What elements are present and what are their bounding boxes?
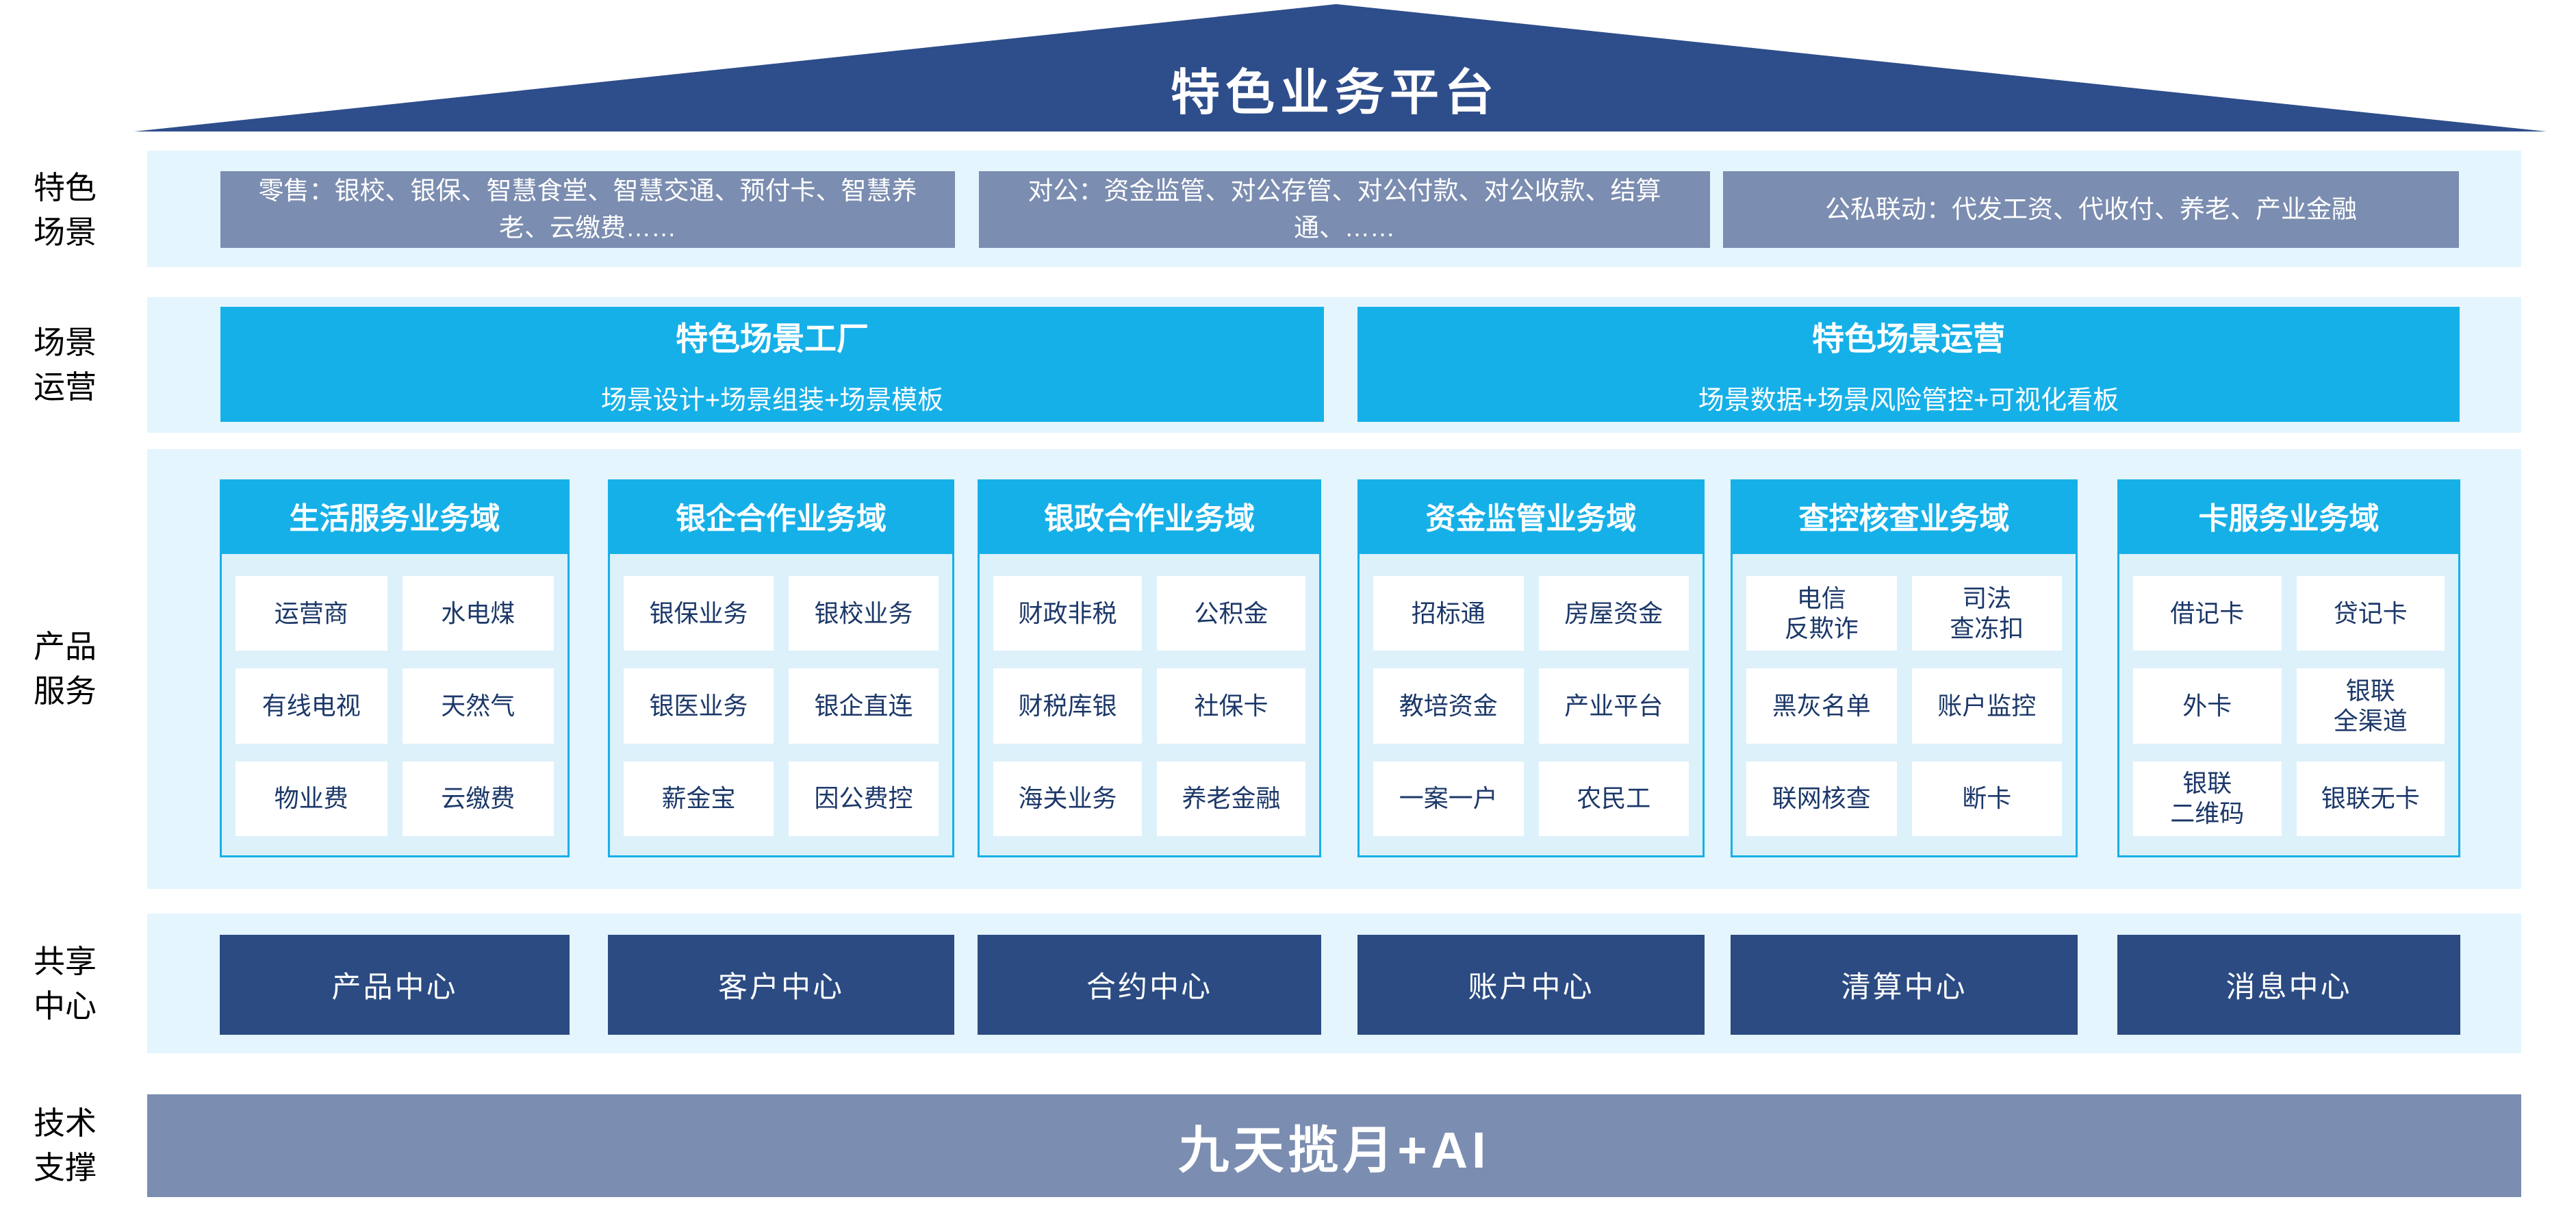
product-cell: 断卡 [1911,761,2062,836]
scene-factory-subtitle: 场景设计+场景组装+场景模板 [600,386,944,415]
platform-title: 特色业务平台 [1170,66,1499,121]
product-cell: 因公费控 [789,761,939,836]
product-cell: 一案一户 [1373,761,1524,836]
product-cell: 农民工 [1538,761,1689,836]
side-label-scene-operation: 场景 运营 [34,325,97,405]
product-cell: 借记卡 [2133,576,2282,651]
product-column-body-bank-government: 财政非税 公积金 财税库银 社保卡 海关业务 养老金融 [978,552,1321,857]
shared-center-account: 账户中心 [1357,935,1705,1035]
product-column-body-life-services: 运营商 水电煤 有线电视 天然气 物业费 云缴费 [220,552,570,857]
product-cell: 银联无卡 [2296,761,2445,836]
product-cell: 财政非税 [993,576,1142,651]
product-cell: 房屋资金 [1538,576,1689,651]
shared-center-clearing: 清算中心 [1731,935,2078,1035]
product-cell: 财税库银 [993,668,1142,744]
product-cell: 社保卡 [1157,668,1305,744]
product-cell: 银校业务 [789,576,939,651]
product-cell: 产业平台 [1538,668,1689,744]
product-cell: 薪金宝 [624,761,774,836]
product-cell: 银保业务 [624,576,774,651]
product-cell: 运营商 [235,576,387,651]
product-cell: 海关业务 [993,761,1142,836]
product-cell: 物业费 [235,761,387,836]
product-column-body-bank-enterprise: 银保业务 银校业务 银医业务 银企直连 薪金宝 因公费控 [608,552,954,857]
shared-center-product: 产品中心 [220,935,570,1035]
scene-operation-title: 特色场景运营 [1812,320,2005,357]
product-column-body-inquiry-control: 电信 反欺诈 司法 查冻扣 黑灰名单 账户监控 联网核查 断卡 [1731,552,2078,857]
product-cell: 贷记卡 [2296,576,2445,651]
scene-box-public-private: 公私联动：代发工资、代收付、养老、产业金融 [1723,171,2459,248]
product-cell: 银联 二维码 [2133,761,2282,836]
product-cell: 电信 反欺诈 [1746,576,1897,651]
operation-box-scene-factory: 特色场景工厂 场景设计+场景组装+场景模板 [220,307,1324,422]
product-cell: 招标通 [1373,576,1524,651]
side-label-product-service: 产品 服务 [34,629,97,709]
product-cell: 银联 全渠道 [2296,668,2445,744]
product-column-header-card-services: 卡服务业务域 [2117,479,2460,552]
product-column-header-bank-government: 银政合作业务域 [978,479,1321,552]
side-label-shared-center: 共享 中心 [34,944,97,1024]
shared-center-contract: 合约中心 [978,935,1321,1035]
product-cell: 天然气 [402,668,554,744]
product-cell: 账户监控 [1911,668,2062,744]
scene-box-retail: 零售：银校、银保、智慧食堂、智慧交通、预付卡、智慧养老、云缴费…… [220,171,955,248]
product-column-body-card-services: 借记卡 贷记卡 外卡 银联 全渠道 银联 二维码 银联无卡 [2117,552,2460,857]
scene-box-corporate: 对公：资金监管、对公存管、对公付款、对公收款、结算通、…… [979,171,1710,248]
product-cell: 司法 查冻扣 [1911,576,2062,651]
product-column-body-fund-supervision: 招标通 房屋资金 教培资金 产业平台 一案一户 农民工 [1357,552,1705,857]
scene-operation-subtitle: 场景数据+场景风险管控+可视化看板 [1698,386,2119,415]
product-cell: 黑灰名单 [1746,668,1897,744]
tech-support-bar: 九天揽月+AI [147,1094,2521,1197]
product-cell: 联网核查 [1746,761,1897,836]
product-cell: 水电煤 [402,576,554,651]
product-column-header-life-services: 生活服务业务域 [220,479,570,552]
product-cell: 外卡 [2133,668,2282,744]
product-cell: 养老金融 [1157,761,1305,836]
product-cell: 有线电视 [235,668,387,744]
scene-factory-title: 特色场景工厂 [676,320,869,357]
shared-center-message: 消息中心 [2117,935,2460,1035]
product-column-header-fund-supervision: 资金监管业务域 [1357,479,1705,552]
operation-box-scene-operation: 特色场景运营 场景数据+场景风险管控+可视化看板 [1357,307,2460,422]
shared-center-customer: 客户中心 [608,935,954,1035]
product-cell: 银医业务 [624,668,774,744]
product-cell: 公积金 [1157,576,1305,651]
side-label-tech-support: 技术 支撑 [34,1105,97,1186]
side-label-special-scenes: 特色 场景 [34,170,97,251]
platform-roof-shape [134,4,2547,131]
product-cell: 教培资金 [1373,668,1524,744]
product-cell: 银企直连 [789,668,939,744]
product-column-header-bank-enterprise: 银企合作业务域 [608,479,954,552]
product-cell: 云缴费 [402,761,554,836]
product-column-header-inquiry-control: 查控核查业务域 [1731,479,2078,552]
